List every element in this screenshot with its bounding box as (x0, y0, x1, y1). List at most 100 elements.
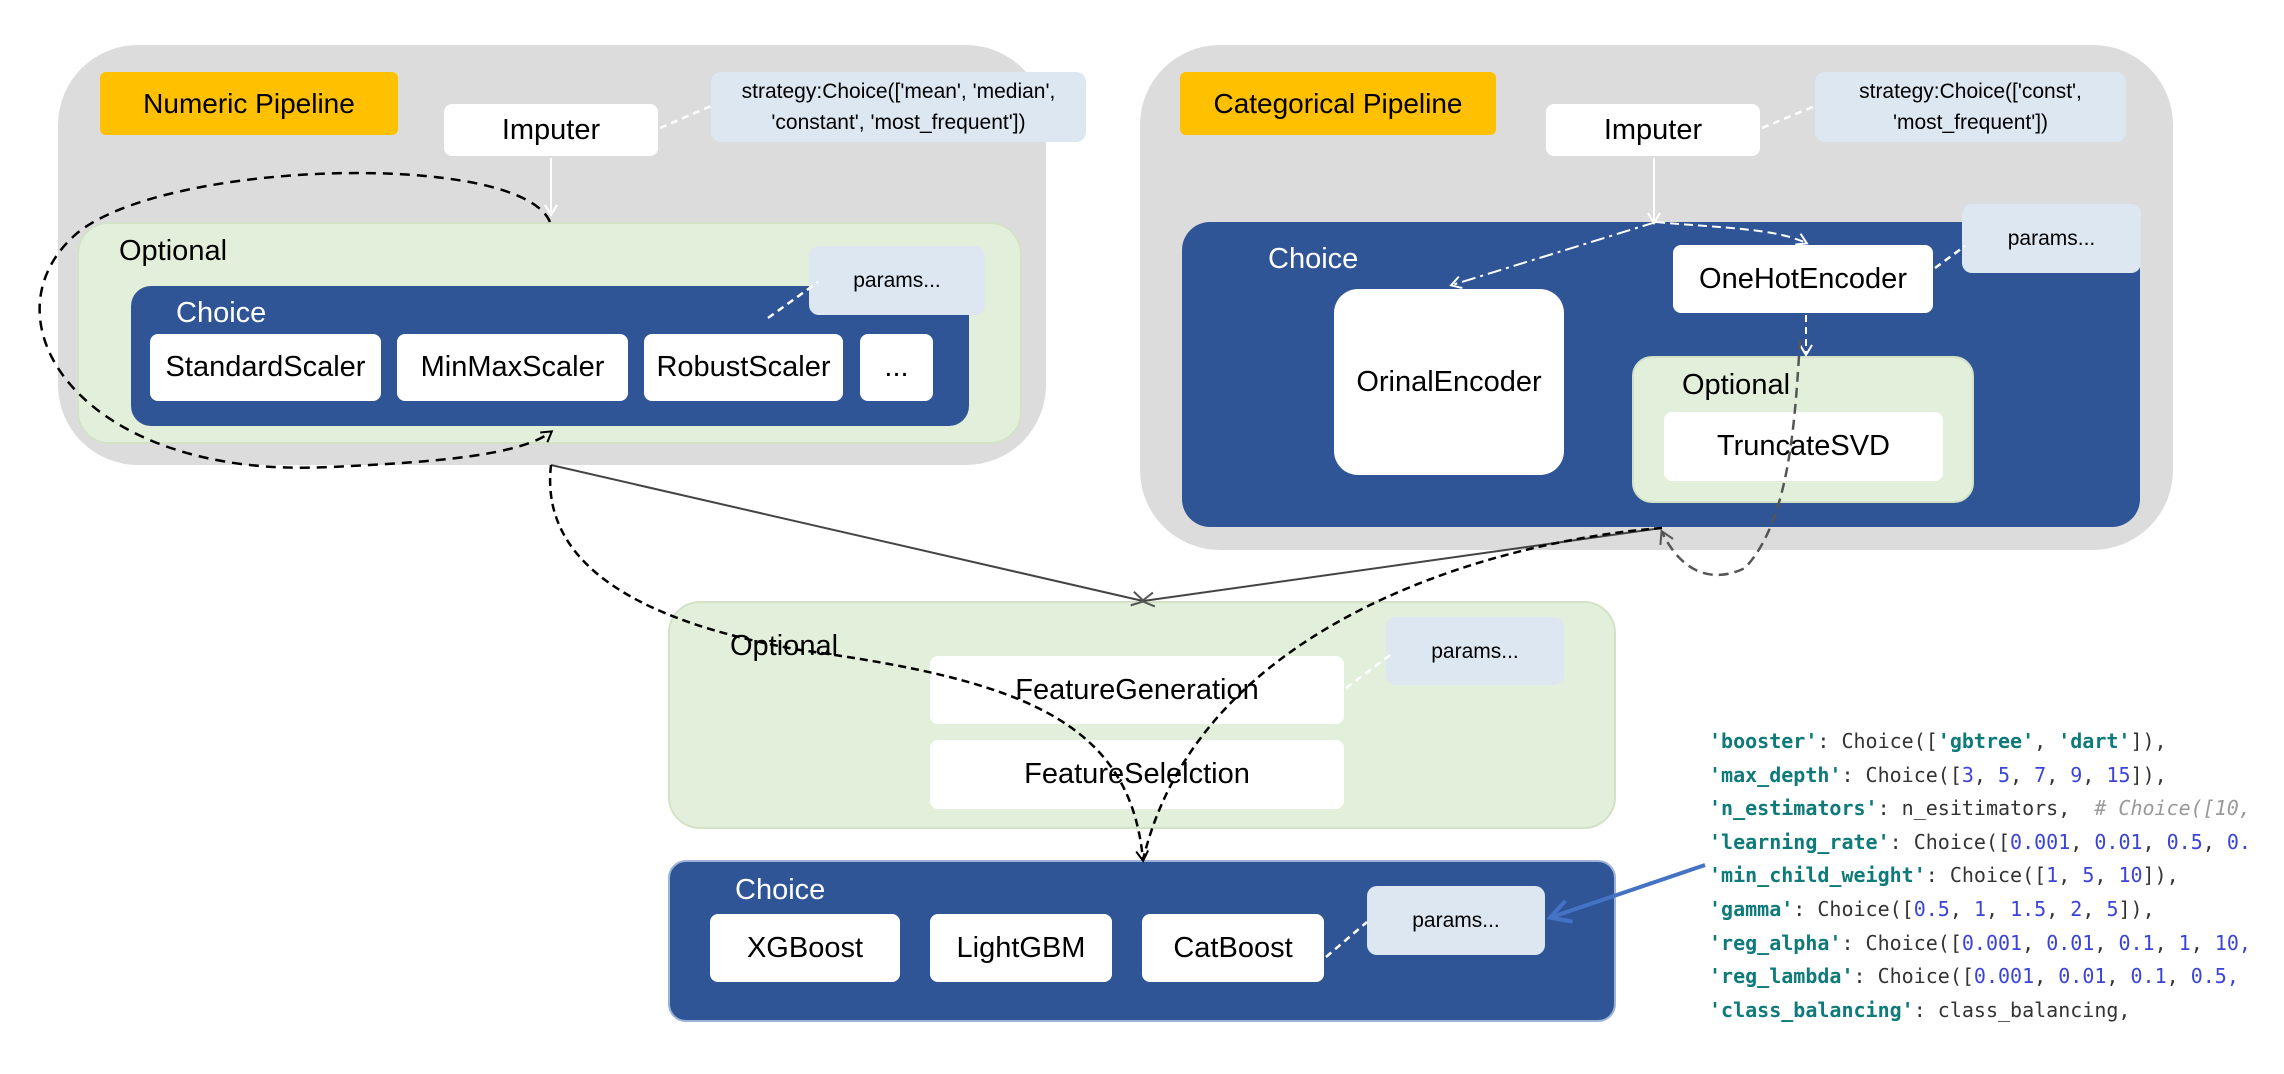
code-value: 1.5 (2010, 896, 2047, 921)
onehot-encoder-box[interactable]: OneHotEncoder (1673, 245, 1933, 313)
numeric-imputer-params-line1: strategy:Choice(['mean', 'median', (741, 80, 1056, 103)
code-key: 'reg_lambda' (1709, 964, 1854, 989)
scaler-minmax[interactable]: MinMaxScaler (397, 334, 628, 401)
code-separator: , (2202, 829, 2227, 854)
categorical-imputer-params-line2: 'most_frequent']) (1892, 111, 2049, 134)
code-line: 'reg_alpha': Choice([0.001, 0.01, 0.1, 1… (1709, 927, 2251, 961)
model-choice-label: Choice (735, 874, 826, 906)
code-value: 2 (2070, 896, 2083, 921)
code-separator: , (2142, 829, 2167, 854)
code-separator: , (2166, 964, 2191, 989)
numeric-choice-label: Choice (176, 297, 267, 329)
code-separator: , (1973, 762, 1999, 787)
code-value: 1 (2178, 930, 2191, 955)
code-value: 'dart' (2058, 729, 2131, 753)
model-xgboost[interactable]: XGBoost (710, 914, 900, 982)
code-line: 'max_depth': Choice([3, 5, 7, 9, 15]), (1709, 759, 2251, 793)
scaler-robust[interactable]: RobustScaler (644, 334, 843, 401)
code-text: : Choice([ (1925, 863, 2047, 888)
code-line: 'n_estimators': n_esitimators, # Choice(… (1709, 792, 2251, 826)
numeric-scaler-params[interactable]: params... (809, 246, 985, 315)
scaler-standard[interactable]: StandardScaler (150, 334, 381, 401)
code-value: 0.5 (2166, 829, 2203, 854)
code-value: 10 (2118, 863, 2143, 888)
feature-optional-label: Optional (730, 630, 839, 662)
code-value: 0.001 (1973, 964, 2035, 989)
code-separator: , (2058, 863, 2083, 888)
code-comment: # Choice([10, (2094, 796, 2251, 821)
code-line: 'reg_lambda': Choice([0.001, 0.01, 0.1, … (1709, 960, 2251, 994)
categorical-imputer-box[interactable]: Imputer (1546, 104, 1760, 156)
categorical-pipeline-title: Categorical Pipeline (1180, 72, 1496, 135)
categorical-imputer-params-line1: strategy:Choice(['const', (1859, 80, 2082, 103)
numeric-imputer-box[interactable]: Imputer (444, 104, 658, 156)
code-separator: , (2106, 964, 2131, 989)
numeric-optional-label: Optional (119, 235, 228, 267)
code-value: 0.01 (2094, 829, 2143, 854)
code-value: 5 (2106, 896, 2119, 921)
xgboost-params-code: 'booster': Choice(['gbtree', 'dart']),'m… (1709, 725, 2251, 1027)
code-value: 1 (2046, 863, 2059, 888)
code-line: 'booster': Choice(['gbtree', 'dart']), (1709, 725, 2251, 759)
code-value: 0.5, (2190, 964, 2239, 989)
code-value: 0.5 (1913, 896, 1950, 921)
code-text: : n_esitimators, (1877, 796, 2095, 821)
code-separator: , (2046, 896, 2071, 921)
code-key: 'booster' (1709, 729, 1818, 753)
categorical-choice-label: Choice (1268, 243, 1359, 275)
code-separator: , (2094, 930, 2119, 955)
categorical-optional-label: Optional (1682, 369, 1791, 401)
code-line: 'class_balancing': class_balancing, (1709, 994, 2251, 1028)
code-text: : Choice([ (1841, 762, 1962, 787)
code-value: 0.1 (2130, 964, 2167, 989)
truncate-svd-box[interactable]: TruncateSVD (1664, 412, 1943, 481)
code-text: ]), (2130, 729, 2167, 753)
numeric-imputer-params[interactable]: strategy:Choice(['mean', 'median', 'cons… (711, 72, 1086, 142)
code-separator: , (2154, 930, 2179, 955)
code-separator: , (2010, 762, 2035, 787)
code-value: 5 (2082, 863, 2095, 888)
feature-generation-box[interactable]: FeatureGeneration (930, 656, 1344, 724)
code-key: 'max_depth' (1709, 762, 1842, 787)
code-key: 'gamma' (1709, 896, 1794, 921)
code-value: 'gbtree' (1937, 729, 2035, 753)
code-line: 'learning_rate': Choice([0.001, 0.01, 0.… (1709, 826, 2251, 860)
code-key: 'class_balancing' (1709, 997, 1914, 1022)
feature-selection-box[interactable]: FeatureSelelction (930, 740, 1344, 809)
code-text: : Choice([ (1817, 729, 1938, 753)
code-separator: , (2070, 829, 2095, 854)
code-value: 0.01 (2058, 964, 2107, 989)
code-text: : Choice([ (1793, 896, 1914, 921)
model-lightgbm[interactable]: LightGBM (930, 914, 1112, 982)
code-value: 15 (2106, 762, 2131, 787)
categorical-imputer-params[interactable]: strategy:Choice(['const', 'most_frequent… (1815, 72, 2126, 142)
code-value: 3 (1961, 762, 1974, 787)
scaler-more[interactable]: ... (860, 334, 933, 401)
code-key: 'reg_alpha' (1709, 930, 1842, 955)
code-text: : Choice([ (1853, 964, 1974, 989)
model-params[interactable]: params... (1367, 886, 1545, 955)
code-text: : class_balancing, (1913, 997, 2131, 1022)
code-separator: , (2190, 930, 2215, 955)
code-value: 0. (2226, 829, 2251, 854)
code-line: 'min_child_weight': Choice([1, 5, 10]), (1709, 859, 2251, 893)
code-value: 10, (2214, 930, 2251, 955)
code-text: ]), (2130, 762, 2167, 787)
code-key: 'n_estimators' (1709, 796, 1878, 821)
code-value: 0.1 (2118, 930, 2155, 955)
ordinal-encoder-box[interactable]: OrinalEncoder (1334, 289, 1564, 475)
code-separator: , (1985, 896, 2011, 921)
code-key: 'min_child_weight' (1709, 863, 1926, 888)
code-text: : Choice([ (1889, 829, 2011, 854)
code-separator: , (2022, 930, 2047, 955)
code-value: 1 (1973, 896, 1986, 921)
model-catboost[interactable]: CatBoost (1142, 914, 1324, 982)
categorical-encoder-params[interactable]: params... (1962, 204, 2141, 273)
code-separator: , (2046, 762, 2071, 787)
numeric-pipeline-title: Numeric Pipeline (100, 72, 398, 135)
code-separator: , (2082, 896, 2107, 921)
feature-params[interactable]: params... (1386, 617, 1564, 685)
code-value: 9 (2070, 762, 2083, 787)
code-value: 0.01 (2046, 930, 2095, 955)
code-separator: , (2034, 729, 2059, 753)
